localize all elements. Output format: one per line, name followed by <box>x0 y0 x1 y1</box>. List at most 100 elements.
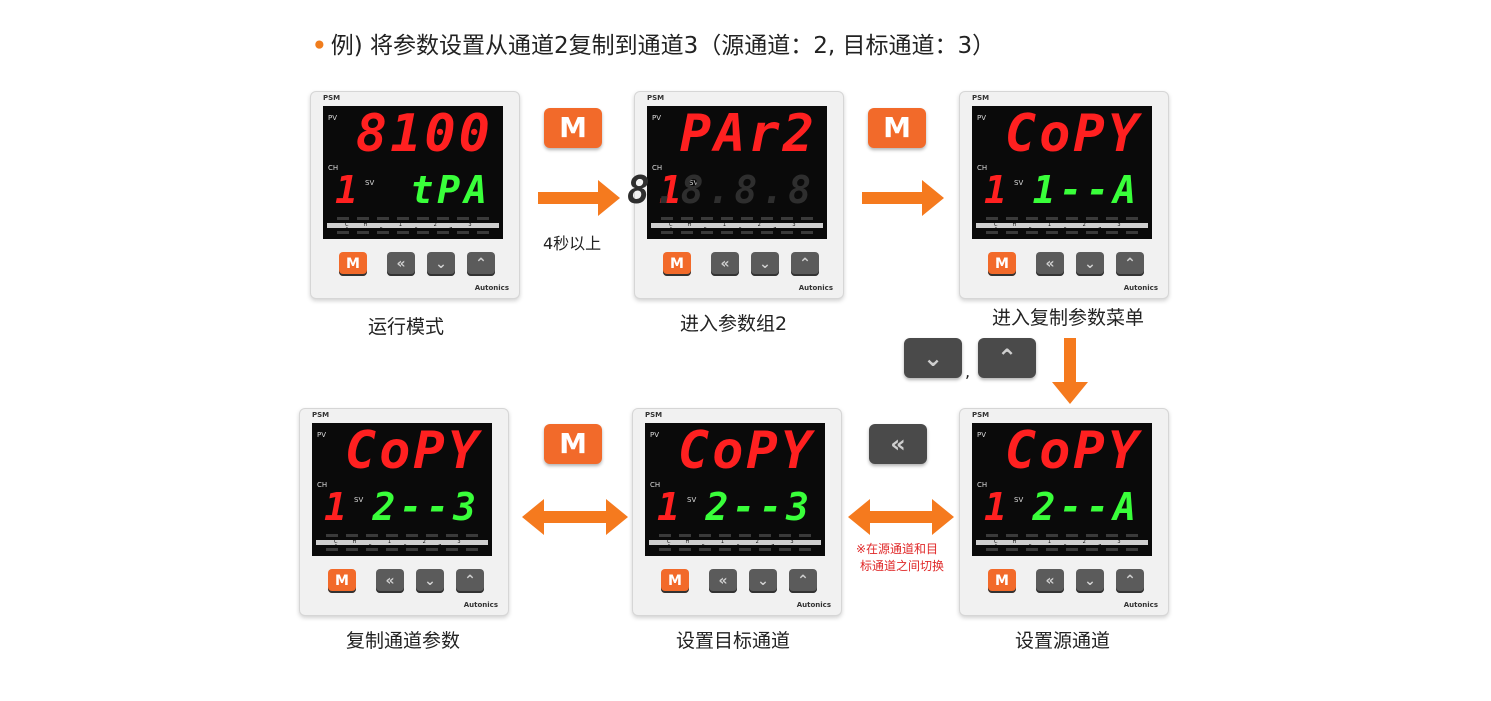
pv-display: CoPY <box>1004 104 1142 164</box>
key-panel: M « ⌄ ⌃ <box>314 569 494 595</box>
ch-display: 1 <box>324 485 347 529</box>
up-key[interactable]: ⌃ <box>789 569 817 593</box>
brand-logo: Autonics <box>796 601 831 609</box>
channel-row: CH 1 2 3 4 5 6 7 8 <box>651 223 823 228</box>
output-indicator-bar: CH 1 2 3 4 5 6 7 8 <box>976 214 1148 236</box>
pv-label: PV <box>652 114 662 122</box>
m-key-step1: M <box>544 108 602 148</box>
channel-row: CH 1 2 3 4 5 6 7 8 <box>316 540 488 545</box>
m-key[interactable]: M <box>661 569 689 593</box>
title-text: 例) 将参数设置从通道2复制到通道3（源通道：2, 目标通道：3） <box>330 33 996 59</box>
out2-row <box>986 231 1146 234</box>
ch-label: CH <box>977 164 988 172</box>
up-key[interactable]: ⌃ <box>791 252 819 276</box>
up-key[interactable]: ⌃ <box>1116 252 1144 276</box>
key-panel: M « ⌄ ⌃ <box>647 569 827 595</box>
sv-label: SV <box>365 179 375 187</box>
ch-display: 1 <box>659 168 682 212</box>
arrow-bidirectional-right <box>848 499 954 535</box>
key-panel: M « ⌄ ⌃ <box>974 252 1154 278</box>
up-key[interactable]: ⌃ <box>456 569 484 593</box>
channel-row: CH 1 2 3 4 5 6 7 8 <box>976 223 1148 228</box>
m-key-step2: M <box>868 108 926 148</box>
ch-display: 1 <box>984 485 1007 529</box>
channel-row: CH 1 2 3 4 5 6 7 8 <box>327 223 499 228</box>
note-line1: ※在源通道和目 <box>856 542 939 556</box>
arrow-down <box>1052 338 1088 404</box>
out2-row <box>326 548 486 551</box>
model-label: PSM <box>647 94 665 102</box>
caption-target-channel: 设置目标通道 <box>676 630 791 652</box>
caption-source-channel: 设置源通道 <box>1015 630 1111 652</box>
out2-row <box>659 548 819 551</box>
m-key[interactable]: M <box>988 252 1016 276</box>
page-title: •例) 将参数设置从通道2复制到通道3（源通道：2, 目标通道：3） <box>312 26 995 60</box>
sv-label: SV <box>354 496 364 504</box>
pv-display: CoPY <box>677 421 815 481</box>
out1-row <box>661 217 821 220</box>
out1-row <box>337 217 497 220</box>
hold-duration-label: 4秒以上 <box>543 234 602 253</box>
sv-label: SV <box>1014 496 1024 504</box>
out1-row <box>986 217 1146 220</box>
m-key[interactable]: M <box>328 569 356 593</box>
down-key[interactable]: ⌄ <box>751 252 779 276</box>
left-key[interactable]: « <box>387 252 415 276</box>
pv-label: PV <box>977 431 987 439</box>
model-label: PSM <box>972 411 990 419</box>
output-indicator-bar: CH 1 2 3 4 5 6 7 8 <box>327 214 499 236</box>
caption-run-mode: 运行模式 <box>368 316 445 338</box>
down-key[interactable]: ⌄ <box>749 569 777 593</box>
pv-display: PAr2 <box>679 104 817 164</box>
ch-label: CH <box>977 481 988 489</box>
ch-label: CH <box>328 164 339 172</box>
up-key-step3: ⌃ <box>978 338 1036 378</box>
m-key[interactable]: M <box>339 252 367 276</box>
up-key[interactable]: ⌃ <box>1116 569 1144 593</box>
m-key[interactable]: M <box>988 569 1016 593</box>
caption-copy-done: 复制通道参数 <box>346 630 461 652</box>
sv-display: 8.8.8.8 <box>626 168 815 212</box>
key-panel: M « ⌄ ⌃ <box>325 252 505 278</box>
left-key[interactable]: « <box>709 569 737 593</box>
down-key[interactable]: ⌄ <box>1076 569 1104 593</box>
out2-row <box>337 231 497 234</box>
ch-label: CH <box>317 481 328 489</box>
out2-row <box>986 548 1146 551</box>
left-key[interactable]: « <box>376 569 404 593</box>
down-key[interactable]: ⌄ <box>1076 252 1104 276</box>
sv-label: SV <box>1014 179 1024 187</box>
output-indicator-bar: CH 1 2 3 4 5 6 7 8 <box>649 531 821 553</box>
left-key[interactable]: « <box>1036 252 1064 276</box>
down-key[interactable]: ⌄ <box>427 252 455 276</box>
arrow-bidirectional-left <box>522 499 628 535</box>
channel-row: CH 1 2 3 4 5 6 7 8 <box>976 540 1148 545</box>
sv-label: SV <box>687 496 697 504</box>
up-key[interactable]: ⌃ <box>467 252 495 276</box>
output-indicator-bar: CH 1 2 3 4 5 6 7 8 <box>651 214 823 236</box>
ch-display: 1 <box>335 168 358 212</box>
output-indicator-bar: CH 1 2 3 4 5 6 7 8 <box>316 531 488 553</box>
down-key[interactable]: ⌄ <box>416 569 444 593</box>
sv-display: 2--3 <box>705 485 813 529</box>
pv-label: PV <box>977 114 987 122</box>
ch-display: 1 <box>984 168 1007 212</box>
left-key[interactable]: « <box>711 252 739 276</box>
m-key[interactable]: M <box>663 252 691 276</box>
pv-label: PV <box>328 114 338 122</box>
ch-display: 1 <box>657 485 680 529</box>
output-indicator-bar: CH 1 2 3 4 5 6 7 8 <box>976 531 1148 553</box>
arrow-right-1 <box>538 180 620 216</box>
left-key[interactable]: « <box>1036 569 1064 593</box>
switch-note: ※在源通道和目 标通道之间切换 <box>856 541 944 575</box>
brand-logo: Autonics <box>1123 601 1158 609</box>
brand-logo: Autonics <box>474 284 509 292</box>
key-separator-comma: , <box>965 362 971 381</box>
